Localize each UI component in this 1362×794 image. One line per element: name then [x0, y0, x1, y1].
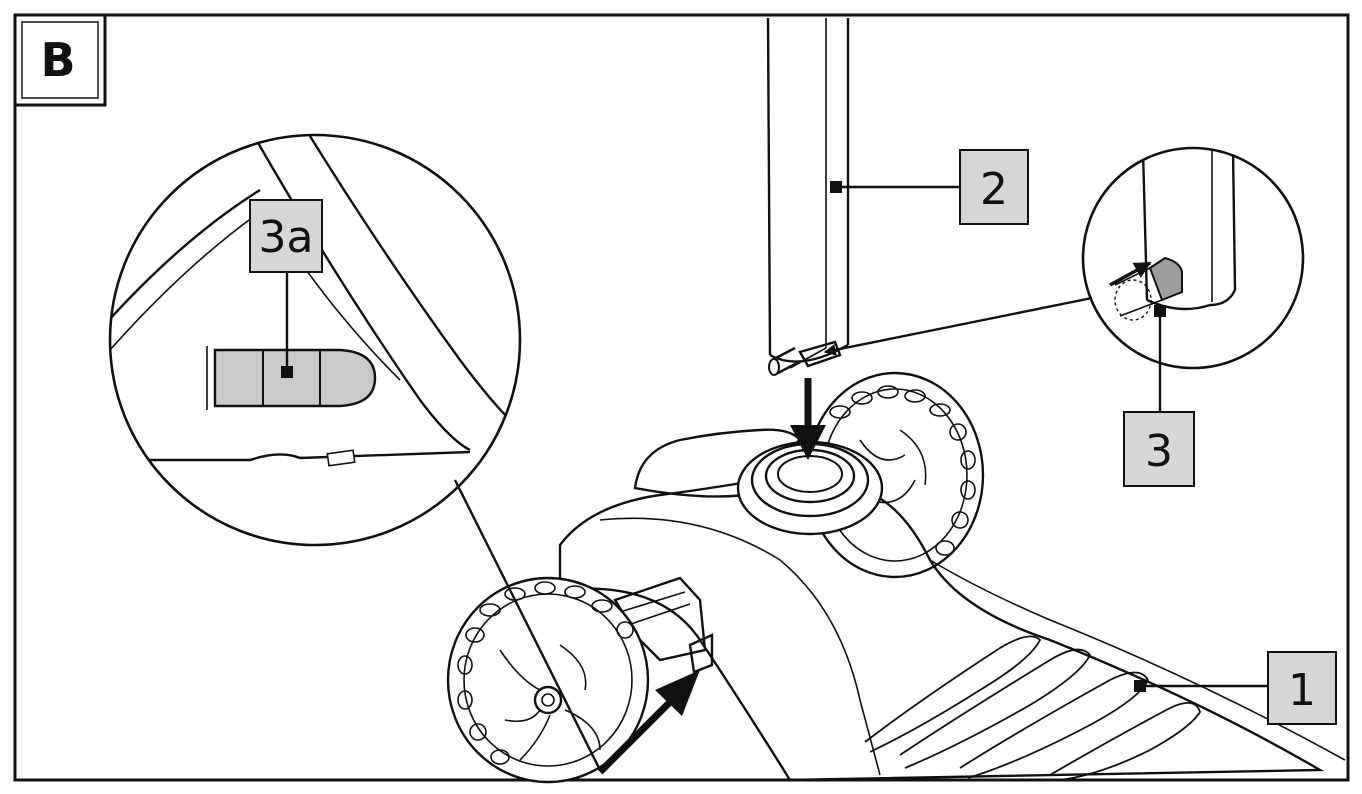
arrow-diagonal-icon — [597, 633, 714, 775]
detail-circle-right — [1081, 146, 1305, 370]
callout-label-2: 2 — [980, 164, 1008, 215]
locking-button-3a — [206, 346, 377, 410]
scooter-body — [446, 371, 1346, 784]
press-arrow — [1109, 261, 1152, 287]
detail-circle-left — [108, 133, 522, 547]
callout-2: 2 — [830, 149, 1029, 225]
handlebar-stem — [766, 17, 850, 376]
callout-label-3a: 3a — [259, 212, 314, 263]
stem-pin — [771, 346, 800, 376]
callout-1: 1 — [1134, 651, 1337, 725]
callout-3: 3 — [1123, 305, 1195, 487]
callout-3a: 3a — [249, 199, 323, 378]
detail-leader-right — [823, 296, 1093, 356]
panel-label: B — [40, 33, 75, 87]
detail-leader-left — [453, 479, 602, 771]
arrow-down-icon — [790, 378, 826, 460]
callout-label-3: 3 — [1145, 426, 1173, 477]
left-front-wheel — [446, 576, 650, 784]
callout-label-1: 1 — [1288, 665, 1316, 716]
deck-ribs — [864, 635, 1201, 781]
panel-label-tab: B — [13, 13, 107, 107]
